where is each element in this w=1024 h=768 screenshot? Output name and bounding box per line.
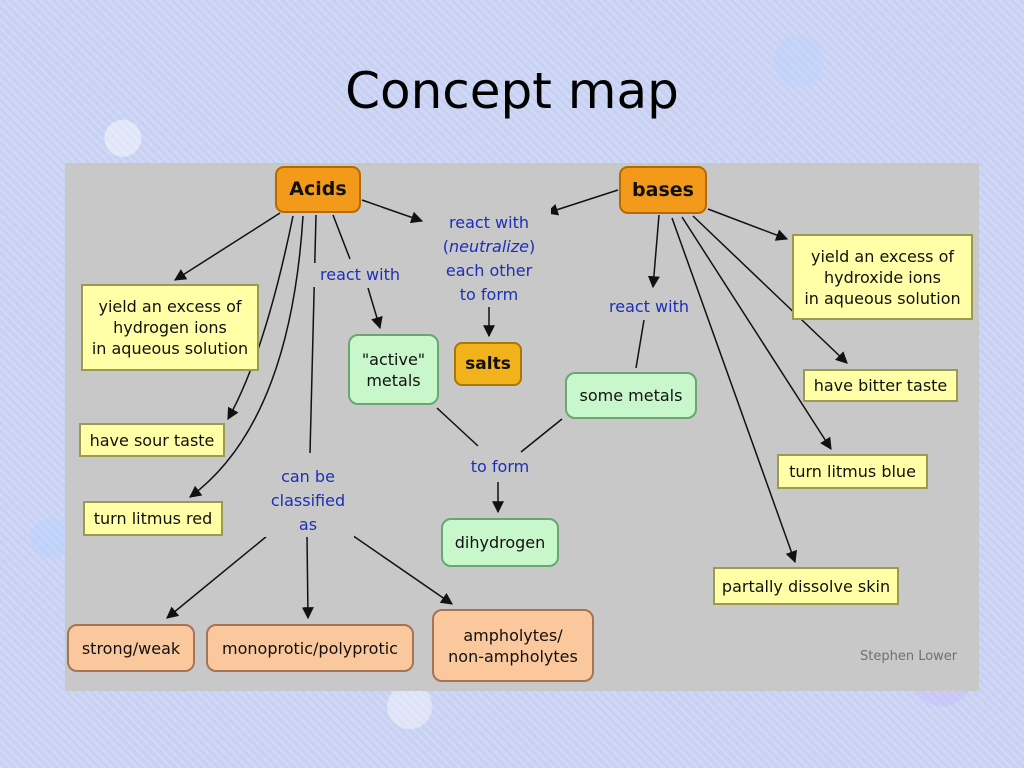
edge-acids-neutralize	[361, 199, 424, 224]
credit-text: Stephen Lower	[860, 649, 958, 664]
link-neutralize-b: neutralize	[449, 237, 529, 256]
node-acid-litmus: turn litmus red	[83, 501, 223, 536]
node-salts: salts	[454, 342, 522, 386]
edge-bases-yield	[707, 208, 789, 241]
edge-classified-ampho	[348, 532, 453, 605]
edge-bases-skin	[671, 217, 798, 564]
link-to-form: to form	[461, 455, 539, 479]
link-neutralize-a: react with	[449, 213, 529, 232]
node-base-bitter: have bitter taste	[803, 369, 958, 402]
node-bases: bases	[619, 166, 707, 214]
link-base-react: react with	[599, 295, 699, 319]
concept-map-panel: react with(neutralize)each other to form…	[65, 163, 979, 691]
node-some-metals: some metals	[565, 372, 697, 419]
edge-acids-sour	[227, 215, 294, 421]
edge-bases-reactwith	[647, 214, 660, 289]
node-active-metals: "active" metals	[348, 334, 439, 405]
node-strong-weak: strong/weak	[67, 624, 195, 672]
edge-acids-reactwith	[332, 214, 351, 260]
edge-reactwith-somemetals	[635, 319, 645, 369]
link-neutralize: react with(neutralize)each other to form	[427, 187, 551, 307]
page-title: Concept map	[345, 62, 679, 120]
node-base-yield: yield an excess of hydroxide ions in aqu…	[792, 234, 973, 320]
link-neutralize-c: each other to form	[445, 261, 533, 304]
edge-acids-yield	[173, 212, 281, 281]
node-base-skin: partally dissolve skin	[713, 567, 899, 605]
edge-reactwith-active	[367, 287, 383, 330]
edge-somemetals-toform	[520, 418, 563, 453]
edge-bases-litmus	[681, 216, 832, 451]
edge-bases-neutralize	[545, 189, 619, 216]
edge-acids-litmus	[189, 215, 304, 498]
node-mono-poly: monoprotic/polyprotic	[206, 624, 414, 672]
connector-lines	[166, 189, 848, 620]
node-ampholytes: ampholytes/ non-ampholytes	[432, 609, 594, 682]
node-dihydrogen: dihydrogen	[441, 518, 559, 567]
link-classified: can be classified as	[262, 465, 354, 537]
node-acids: Acids	[275, 166, 361, 213]
edge-active-toform	[436, 407, 479, 447]
edge-classified-strong	[166, 535, 268, 619]
edge-classified-mono	[301, 535, 314, 620]
edge-bases-bitter	[692, 215, 848, 364]
link-acid-react: react with	[310, 263, 410, 287]
node-base-litmus: turn litmus blue	[777, 454, 928, 489]
node-acid-sour: have sour taste	[79, 423, 225, 457]
node-acid-yield: yield an excess of hydrogen ions in aque…	[81, 284, 259, 371]
edge-acids-classified	[309, 214, 317, 454]
